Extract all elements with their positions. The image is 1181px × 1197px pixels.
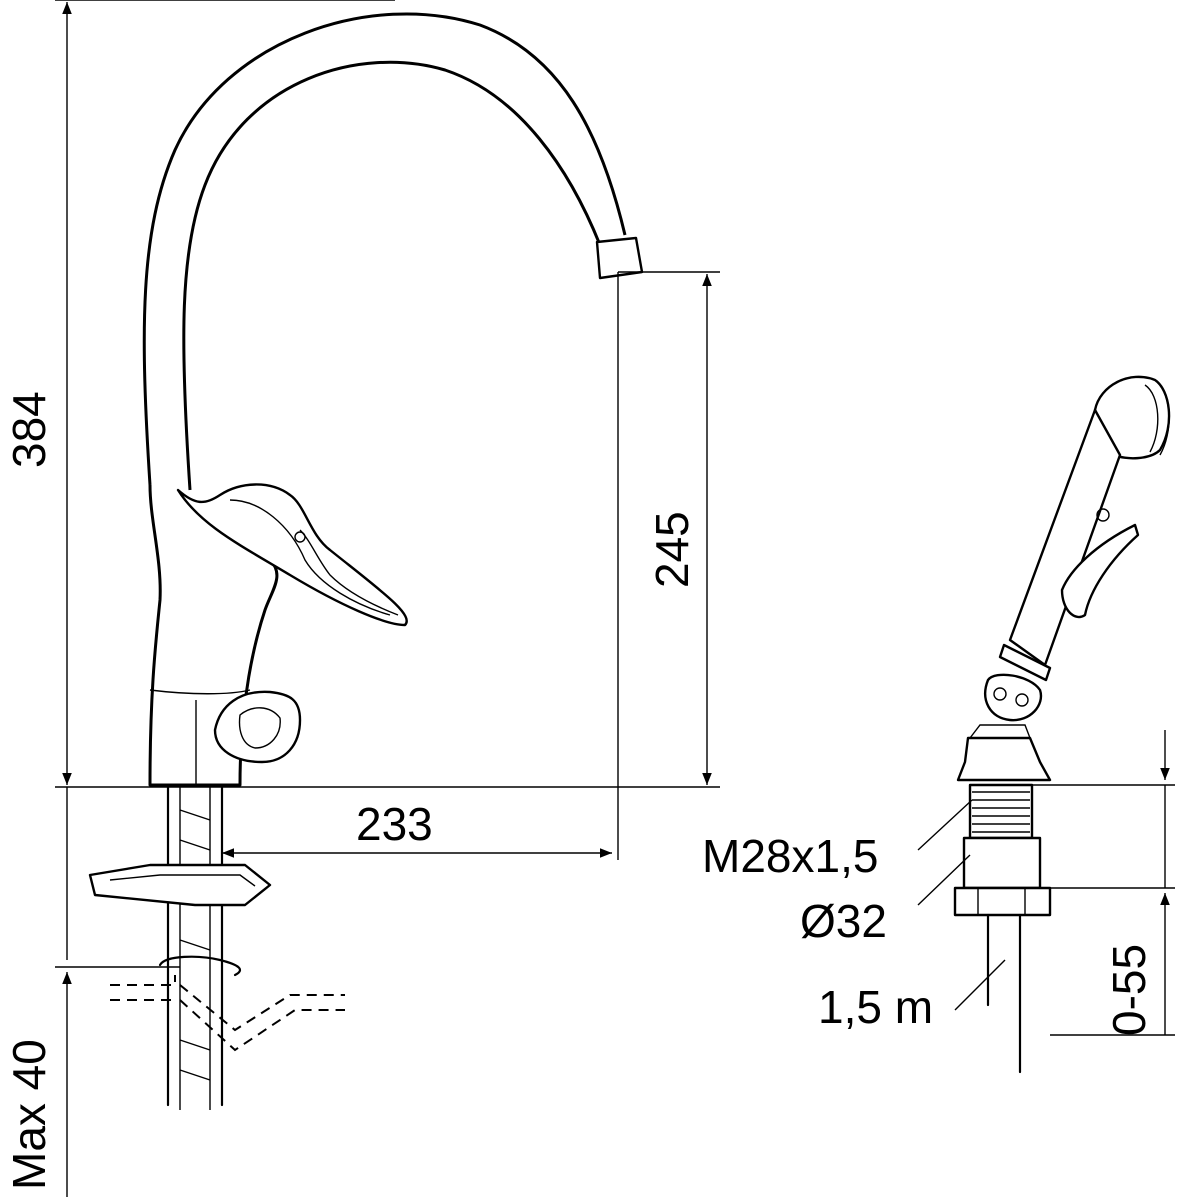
label-total-height: 384 xyxy=(3,391,55,468)
dimension-lines xyxy=(55,0,720,1197)
label-diameter: Ø32 xyxy=(800,895,887,947)
label-hose-length: 1,5 m xyxy=(818,981,933,1033)
shower-dimension-lines xyxy=(917,730,1175,1036)
shower-labels: M28x1,5 Ø32 1,5 m 0-55 xyxy=(702,830,1155,1036)
faucet-body xyxy=(88,12,644,1110)
hand-shower xyxy=(953,375,1171,1074)
label-thread: M28x1,5 xyxy=(702,830,878,882)
label-spout-height: 245 xyxy=(646,511,698,588)
label-max-thickness: Max 40 xyxy=(3,1039,55,1190)
dimension-labels: 384 245 233 Max 40 xyxy=(3,391,698,1190)
label-range: 0-55 xyxy=(1103,944,1155,1036)
label-spout-reach: 233 xyxy=(356,798,433,850)
